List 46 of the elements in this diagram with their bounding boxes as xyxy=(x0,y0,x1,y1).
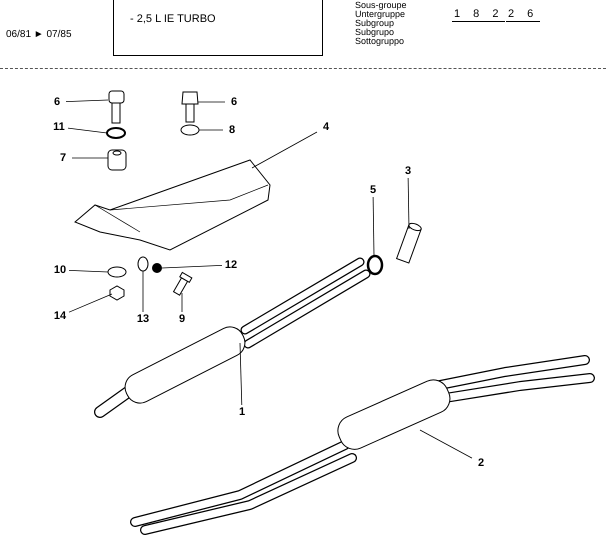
subgroup-heading: Sottogruppo xyxy=(355,37,404,46)
leader-line xyxy=(252,132,318,168)
washer xyxy=(180,124,200,136)
date-range: 06/81 ► 07/85 xyxy=(6,30,72,40)
subgroup-heading: Untergruppe xyxy=(355,10,406,19)
washer xyxy=(138,256,148,272)
leader-line xyxy=(408,178,410,230)
leader-line xyxy=(420,430,472,459)
callout-number: 14 xyxy=(51,309,69,323)
leader-line xyxy=(142,270,144,312)
leader-line xyxy=(162,265,222,268)
rear-muffler-drawing xyxy=(130,355,595,535)
callout-number: 6 xyxy=(225,95,243,109)
callout-number: 4 xyxy=(317,120,335,134)
leader-line xyxy=(66,100,108,102)
subgroup-heading: Subgroup xyxy=(355,19,394,28)
callout-number: 1 xyxy=(233,405,251,419)
leader-line xyxy=(68,270,108,272)
bolt-drawing xyxy=(181,92,199,122)
front-muffler-drawing xyxy=(94,258,370,418)
callout-number: 11 xyxy=(50,120,68,134)
callout-number: 3 xyxy=(399,164,417,178)
subgroup-code: 1 8 2 xyxy=(452,8,506,22)
leader-line xyxy=(68,128,108,134)
bolt-drawing xyxy=(172,272,193,296)
leader-line xyxy=(68,294,112,313)
callout-number: 5 xyxy=(364,183,382,197)
clamp-ring xyxy=(366,254,384,276)
subgroup-code: 2 6 xyxy=(506,8,540,22)
leader-line xyxy=(372,196,374,256)
title-field: - 2,5 L IE TURBO xyxy=(113,0,323,56)
heat-shield-drawing xyxy=(74,159,271,251)
subgroup-heading: Sous-groupe xyxy=(355,1,407,10)
callout-number: 8 xyxy=(223,123,241,137)
callout-number: 10 xyxy=(51,263,69,277)
callout-number: 12 xyxy=(222,258,240,272)
washer xyxy=(106,127,126,139)
subgroup-heading: Subgrupo xyxy=(355,28,394,37)
callout-number: 6 xyxy=(48,95,66,109)
callout-number: 7 xyxy=(54,151,72,165)
callout-number: 9 xyxy=(173,312,191,326)
leader-line xyxy=(240,342,242,406)
callout-number: 13 xyxy=(134,312,152,326)
spacer-drawing xyxy=(108,150,126,170)
bolt-drawing xyxy=(108,90,124,124)
callout-number: 2 xyxy=(472,456,490,470)
